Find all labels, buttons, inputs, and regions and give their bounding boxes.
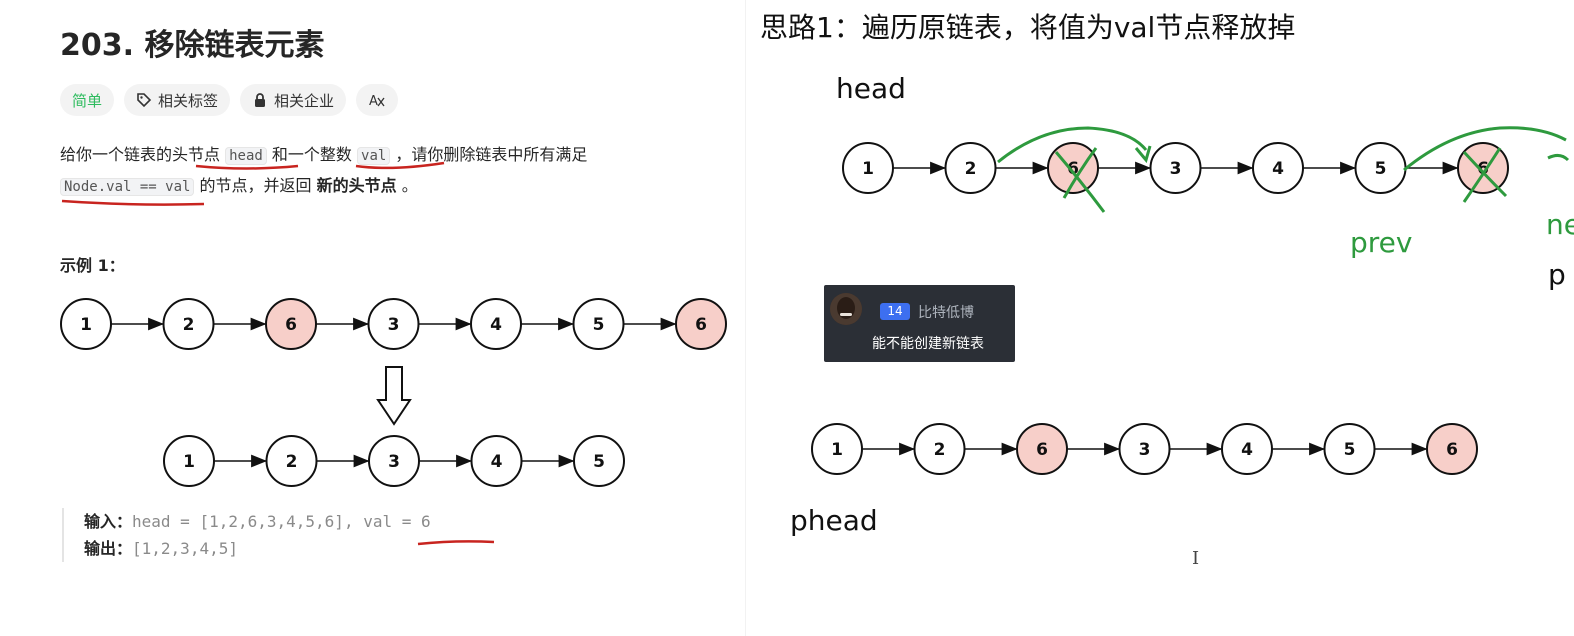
list-node-value: 4 xyxy=(1272,159,1284,179)
skip-arrow-mark xyxy=(997,126,1148,164)
difficulty-tag[interactable]: 简单 xyxy=(60,84,115,116)
lock-icon xyxy=(252,92,268,108)
list-after-row: 1 2 3 4 5 xyxy=(163,435,625,487)
underline-mark xyxy=(417,540,495,546)
list-node-value: 6 xyxy=(1036,440,1048,460)
cross-mark xyxy=(1462,147,1502,203)
list-node-value: 4 xyxy=(1241,440,1253,460)
input-label: 输入： xyxy=(84,512,133,531)
related-companies-button[interactable]: 相关企业 xyxy=(240,84,347,116)
prev-label: prev xyxy=(1350,226,1413,259)
tag-icon xyxy=(136,92,152,108)
list-node-value: 6 xyxy=(1446,440,1458,460)
list-node-value: 3 xyxy=(1170,159,1182,179)
list-node-value: 1 xyxy=(80,315,92,335)
list-node-value: 2 xyxy=(183,315,195,335)
list-node-value: 5 xyxy=(1344,440,1356,460)
ne-label: ne xyxy=(1546,208,1574,241)
level-badge: 14 xyxy=(880,303,910,320)
list-node-value: 5 xyxy=(593,315,605,335)
desc-bold: 新的头节点 xyxy=(316,176,397,195)
problem-title: 203. 移除链表元素 xyxy=(60,28,325,63)
avatar xyxy=(830,293,862,325)
head-label: head xyxy=(836,72,906,105)
output-label: 输出： xyxy=(84,539,133,558)
list-node-value: 1 xyxy=(831,440,843,460)
underline-mark xyxy=(61,199,205,206)
tag-row: 简单 相关标签 相关企业 A xyxy=(60,84,399,116)
desc-text-1: 给你一个链表的头节点 xyxy=(60,145,221,164)
input-line: 输入：head = [1,2,6,3,4,5,6], val = 6 xyxy=(84,508,431,535)
notes-heading: 思路1：遍历原链表，将值为val节点释放掉 xyxy=(760,11,1296,44)
output-value: [1,2,3,4,5] xyxy=(132,539,238,558)
list-node-value: 2 xyxy=(286,452,298,472)
down-arrow-icon xyxy=(376,366,412,426)
cross-mark xyxy=(1462,150,1508,198)
list-node-value: 2 xyxy=(965,159,977,179)
code-val: val xyxy=(357,147,391,165)
list-node-value: 6 xyxy=(695,315,707,335)
related-tags-label: 相关标签 xyxy=(158,91,219,110)
notes-list-bottom-row: 1 2 6 3 4 5 6 xyxy=(811,423,1478,475)
list-node-value: 3 xyxy=(1139,440,1151,460)
skip-arrow-mark xyxy=(1403,126,1567,172)
desc-text-5: 。 xyxy=(401,176,418,195)
related-companies-label: 相关企业 xyxy=(274,91,335,110)
difficulty-label: 简单 xyxy=(72,91,103,110)
list-node xyxy=(573,435,625,487)
list-node-value: 6 xyxy=(1067,159,1079,179)
input-value: head = [1,2,6,3,4,5,6], val = 6 xyxy=(132,512,431,531)
related-tags-button[interactable]: 相关标签 xyxy=(124,84,231,116)
translate-icon: A xyxy=(368,92,386,108)
phead-label: phead xyxy=(790,504,878,537)
problem-description: 给你一个链表的头节点 head 和一个整数 val ，请你删除链表中所有满足 N… xyxy=(60,140,720,202)
text-cursor-icon: I xyxy=(1192,548,1200,569)
list-node-value: 3 xyxy=(388,452,400,472)
example-io: 输入：head = [1,2,6,3,4,5,6], val = 6 输出：[1… xyxy=(62,508,431,562)
list-node xyxy=(675,298,727,350)
chat-text: 能不能创建新链表 xyxy=(872,336,984,352)
desc-text-3: ，请你删除链表中所有满足 xyxy=(395,145,588,164)
skip-arrow-mark xyxy=(1134,145,1152,164)
list-node-value: 1 xyxy=(183,452,195,472)
code-condition: Node.val == val xyxy=(60,178,195,196)
cross-mark xyxy=(1062,147,1098,199)
desc-text-2: 和一个整数 xyxy=(271,145,352,164)
notes-list-top-row: 1 2 6 3 4 5 6 xyxy=(842,142,1509,194)
list-node-value: 1 xyxy=(862,159,874,179)
list-node-value: 6 xyxy=(1477,159,1489,179)
p-label: p xyxy=(1548,258,1566,291)
list-node-value: 4 xyxy=(490,315,502,335)
underline-mark xyxy=(195,164,299,170)
example-title: 示例 1： xyxy=(60,256,125,275)
output-line: 输出：[1,2,3,4,5] xyxy=(84,535,431,562)
translate-button[interactable]: A xyxy=(356,84,399,116)
list-node-value: 2 xyxy=(934,440,946,460)
chat-message[interactable]: 14 比特低博 能不能创建新链表 xyxy=(824,285,1015,362)
list-node-value: 3 xyxy=(388,315,400,335)
list-before-row: 1 2 6 3 4 5 6 xyxy=(60,298,727,350)
chat-username: 比特低博 xyxy=(918,305,974,321)
svg-text:A: A xyxy=(369,94,378,108)
list-node-value: 6 xyxy=(285,315,297,335)
list-node-value: 5 xyxy=(593,452,605,472)
desc-text-4: 的节点，并返回 xyxy=(199,176,312,195)
skip-arrow-mark xyxy=(1547,153,1570,162)
list-node-value: 5 xyxy=(1375,159,1387,179)
list-node-value: 4 xyxy=(491,452,503,472)
underline-mark xyxy=(355,161,445,170)
cross-mark xyxy=(1054,151,1106,213)
list-node xyxy=(1426,423,1478,475)
code-head: head xyxy=(225,147,267,165)
